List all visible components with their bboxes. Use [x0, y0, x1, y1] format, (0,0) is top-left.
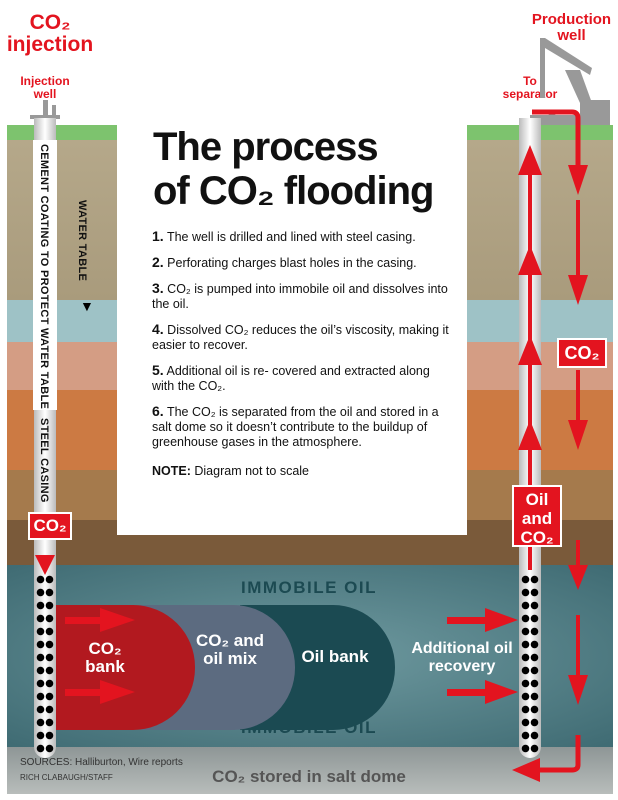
step-2: 2. Perforating charges blast holes in th… [152, 254, 417, 271]
immobile-oil-top: IMMOBILE OIL [240, 578, 378, 597]
title-line-1: The process [153, 125, 379, 169]
water-table-arrow-icon: ▼ [80, 298, 94, 314]
info-panel: The process of CO₂ flooding 1. The well … [117, 115, 467, 535]
water-table-label: WATER TABLE [76, 200, 88, 282]
sources-text: SOURCES: Halliburton, Wire reports [20, 757, 183, 768]
co2-bank-label: CO₂ bank [85, 639, 125, 676]
pump-jack-icon [530, 38, 610, 130]
additional-recovery-label: Additional oil recovery [411, 640, 513, 675]
cement-coating-label: CEMENT COATING TO PROTECT WATER TABLE [38, 144, 50, 410]
injection-well-label: Injection well [20, 74, 70, 101]
co2-left-badge: CO₂ [28, 512, 72, 540]
salt-dome-label: CO₂ stored in salt dome [212, 767, 406, 786]
title-line-2: of CO₂ flooding [153, 169, 434, 213]
arrow-right-icon [65, 680, 135, 704]
down-flow-arrows [512, 109, 588, 782]
oil-and-co2-badge: Oil and CO₂ [512, 485, 562, 547]
step-3: 3. CO₂ is pumped into immobile oil and d… [152, 280, 448, 312]
arrow-right-icon [447, 608, 518, 632]
perforations [36, 573, 54, 753]
arrow-right-icon [65, 608, 135, 632]
oil-bank-label: Oil bank [301, 647, 369, 666]
step-6: 6. The CO₂ is separated from the oil and… [152, 403, 439, 450]
steel-casing-label: STEEL CASING [38, 418, 50, 503]
step-4: 4. Dissolved CO₂ reduces the oil’s visco… [152, 321, 449, 353]
mix-label: CO₂ and oil mix [196, 631, 264, 668]
injection-valve-icon [30, 100, 60, 130]
production-well-label: Production well [531, 11, 612, 44]
co2-bank-zone [55, 605, 195, 730]
co2-injection-label: CO₂ injection [6, 11, 94, 56]
co2-right-badge: CO₂ [557, 338, 607, 368]
arrow-up-icon [518, 145, 542, 570]
arrow-right-icon [447, 680, 518, 704]
salt-dome-layer [7, 747, 613, 794]
note: NOTE: Diagram not to scale [152, 464, 310, 478]
steps-list: 1. The well is drilled and lined with st… [152, 229, 455, 479]
credit-text: RICH CLABAUGH/STAFF [20, 773, 113, 782]
perforations [521, 573, 539, 753]
cement-coating [33, 140, 57, 410]
step-1: 1. The well is drilled and lined with st… [152, 228, 416, 245]
arrow-down-icon [35, 555, 55, 575]
step-5: 5. Additional oil is re- covered and ext… [152, 362, 430, 394]
